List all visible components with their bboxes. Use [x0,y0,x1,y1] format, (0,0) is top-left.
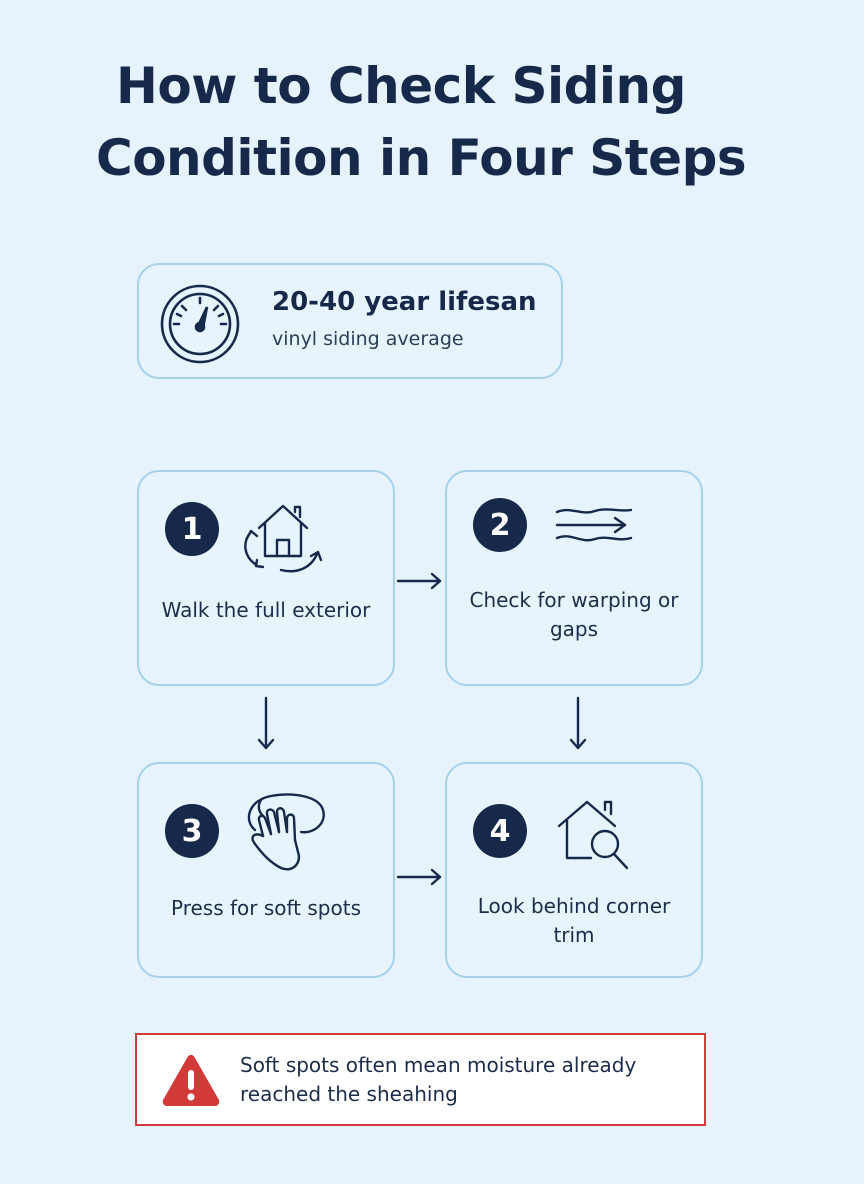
warning-callout: Soft spots often mean moisture already r… [135,1033,706,1126]
step-number-badge: 2 [473,498,527,552]
house-magnifier-icon [557,800,629,870]
lifespan-stat-card: 20-40 year lifesan vinyl siding average [137,263,563,379]
step-label: Look behind corner trim [477,894,671,947]
step-number-badge: 4 [473,804,527,858]
arrow-right-icon [396,868,442,886]
arrow-down-icon [257,696,275,750]
wavy-arrow-icon [555,508,633,542]
step-number-badge: 1 [165,502,219,556]
step-card-2: 2 Check for warping or gaps [445,470,703,686]
step-label: Walk the full exterior [161,598,371,622]
lifespan-value: 20-40 year lifesan [272,287,537,317]
hand-press-icon [247,793,325,871]
lifespan-caption: vinyl siding average [272,328,464,350]
step-label: Press for soft spots [170,896,361,920]
step-card-3: 3 Press for soft spots [137,762,395,978]
step-number-badge: 3 [165,804,219,858]
warning-icon [162,1055,220,1106]
warning-text: Soft spots often mean moisture already r… [240,1053,637,1106]
step-label: Check for warping or gaps [469,588,679,641]
house-cycle-icon [244,504,323,573]
title-line-1: How to Check Siding [116,57,686,115]
title-line-2: Condition in Four Steps [96,129,747,187]
page-title: How to Check Siding Condition in Four St… [96,50,796,194]
arrow-down-icon [569,696,587,750]
step-card-4: 4 Look behind corner trim [445,762,703,978]
arrow-right-icon [396,572,442,590]
gauge-icon [160,284,240,364]
step-card-1: 1 Walk the full exterior [137,470,395,686]
